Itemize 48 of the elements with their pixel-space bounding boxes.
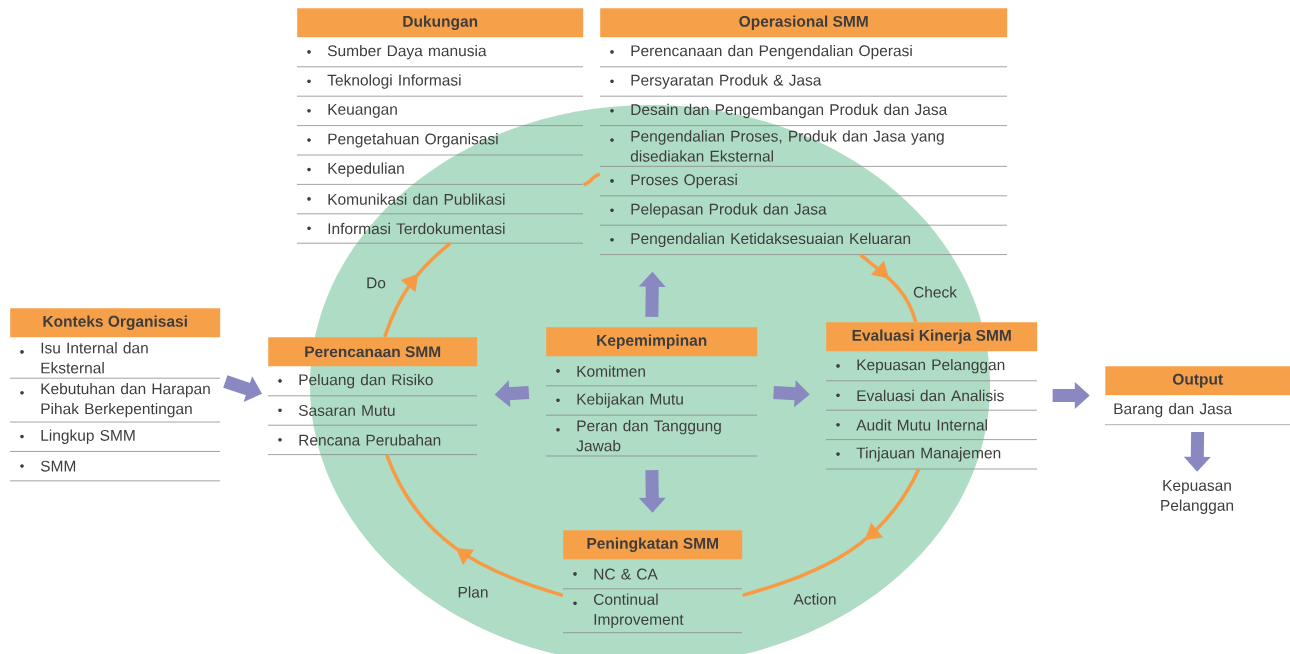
list-item: SMM <box>20 460 76 472</box>
list-item: Lingkup SMM <box>20 429 135 444</box>
list-item: Pengendalian Proses, Produk dan Jasa yang disediakan Eksternal <box>610 130 944 162</box>
edge-label: Action <box>793 593 836 605</box>
list-item: Teknologi Informasi <box>307 74 461 89</box>
list-item: NC & CA <box>573 568 658 580</box>
list-item: Pengendalian Ketidaksesuaian Keluaran <box>610 232 911 248</box>
list-item: Persyaratan Produk & Jasa <box>610 74 822 89</box>
list-item: Audit Mutu Internal <box>836 419 987 431</box>
list-item: Keuangan <box>307 103 397 118</box>
list-item: Continual Improvement <box>573 593 684 628</box>
edge-label: Check <box>913 286 957 298</box>
list-item: Kebutuhan dan Harapan Pihak Berkepentingan <box>20 382 210 418</box>
list-item: Kebijakan Mutu <box>556 393 683 408</box>
list-item: Peluang dan Risiko <box>278 373 433 389</box>
table-header: Kepemimpinan <box>546 327 758 357</box>
cycle-arrow <box>742 468 921 597</box>
list-item: Kepedulian <box>307 162 404 177</box>
table-header: Output <box>1105 366 1290 396</box>
list-item: Informasi Terdokumentasi <box>307 222 505 235</box>
list-item: Sumber Daya manusia <box>307 44 487 60</box>
table-header: Evaluasi Kinerja SMM <box>826 322 1038 352</box>
result-text: Kepuasan Pelanggan <box>1161 480 1234 514</box>
list-item: Evaluasi dan Analisis <box>836 389 1004 402</box>
list-item: Proses Operasi <box>610 173 737 189</box>
cycle-arrow <box>383 242 452 338</box>
cycle-arrow <box>859 253 918 323</box>
list-item: Komunikasi dan Publikasi <box>307 193 505 205</box>
list-item: Barang dan Jasa <box>1114 402 1233 418</box>
table-header: Peningkatan SMM <box>563 530 743 560</box>
table-header: Operasional SMM <box>600 8 1008 38</box>
cycle-arrow <box>385 454 564 597</box>
list-item: Tinjauan Manajemen <box>836 447 1001 462</box>
list-item: Perencanaan dan Pengendalian Operasi <box>610 44 912 60</box>
list-item: Peran dan Tanggung Jawab <box>556 419 721 452</box>
list-item: Kepuasan Pelanggan <box>836 358 1005 374</box>
list-item: Desain dan Pengembangan Produk dan Jasa <box>610 103 948 119</box>
list-item: Pengetahuan Organisasi <box>307 133 498 148</box>
list-item: Komitmen <box>556 365 645 377</box>
list-item: Sasaran Mutu <box>278 405 395 416</box>
edge-label: Do <box>367 277 386 289</box>
list-item: Pelepasan Produk dan Jasa <box>610 203 827 218</box>
list-item: Isu Internal dan Eksternal <box>20 342 148 374</box>
list-item: Rencana Perubahan <box>278 434 441 446</box>
table-header: Konteks Organisasi <box>10 308 221 338</box>
edge-label: Plan <box>458 586 488 598</box>
table-header: Perencanaan SMM <box>268 337 478 367</box>
table-header: Dukungan <box>297 8 584 38</box>
